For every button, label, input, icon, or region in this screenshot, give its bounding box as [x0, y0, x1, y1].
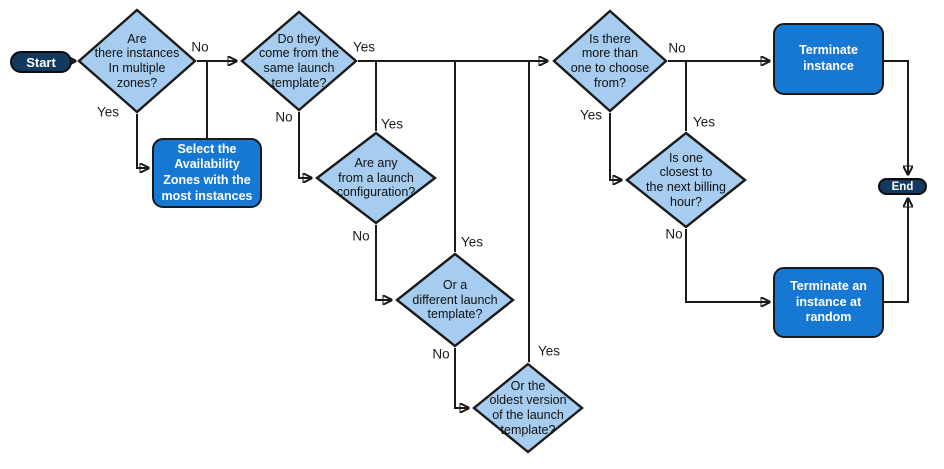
- decision-same-launch-template-label: Do they come from the same launch templa…: [259, 31, 339, 90]
- edge-label-diff-template-yes: Yes: [460, 234, 484, 250]
- diamond-shape: [552, 9, 668, 113]
- end-terminal: End: [878, 178, 927, 195]
- decision-different-launch-template: Or a different launch template?: [395, 252, 515, 348]
- edge-label-same-template-no: No: [275, 109, 293, 125]
- end-label: End: [891, 180, 914, 193]
- edge-label-more-than-one-yes: Yes: [579, 107, 603, 123]
- decision-oldest-template-version-label: Or the oldest version of the launch temp…: [489, 378, 567, 437]
- diamond-shape: [395, 252, 515, 348]
- process-terminate-instance: Terminate instance: [773, 23, 884, 95]
- edge-label-zones-yes: Yes: [96, 104, 120, 120]
- connector-same-template-no-to-launch-config: [298, 112, 311, 178]
- process-select-availability-zones: Select the Availability Zones with the m…: [152, 138, 262, 208]
- diamond-shape: [315, 131, 437, 225]
- process-terminate-instance-random: Terminate an instance at random: [773, 267, 884, 338]
- decision-same-launch-template: Do they come from the same launch templa…: [240, 10, 358, 112]
- connector-terminate-to-end: [884, 60, 908, 174]
- diamond-shape: [625, 131, 747, 229]
- edge-label-more-than-one-no: No: [668, 40, 686, 56]
- edge-label-billing-hour-no: No: [665, 226, 683, 242]
- decision-multiple-zones: Are there instances In multiple zones?: [77, 8, 197, 114]
- connector-more-than-one-yes-to-billing-hour: [609, 113, 621, 180]
- connector-diff-template-no-to-oldest-version: [454, 348, 468, 408]
- decision-billing-hour: Is one closest to the next billing hour?: [625, 131, 747, 229]
- edge-label-launch-config-yes: Yes: [380, 116, 404, 132]
- edge-label-same-template-yes: Yes: [352, 39, 376, 55]
- diamond-shape: [240, 10, 358, 112]
- decision-launch-configuration-label: Are any from a launch configuration?: [336, 155, 416, 200]
- diamond-shape: [77, 8, 197, 114]
- decision-more-than-one-label: Is there more than one to choose from?: [570, 31, 650, 90]
- decision-more-than-one: Is there more than one to choose from?: [552, 9, 668, 113]
- decision-oldest-template-version: Or the oldest version of the launch temp…: [472, 362, 584, 454]
- connector-billing-hour-no-to-terminate-random: [685, 229, 769, 302]
- start-label: Start: [26, 54, 56, 70]
- connector-zones-yes-to-select-az: [136, 114, 148, 168]
- connector-terminate-random-to-end: [884, 199, 908, 303]
- edge-label-zones-no: No: [191, 39, 209, 55]
- decision-billing-hour-label: Is one closest to the next billing hour?: [646, 150, 726, 209]
- edge-label-launch-config-no: No: [352, 228, 370, 244]
- edge-label-diff-template-no: No: [432, 346, 450, 362]
- decision-launch-configuration: Are any from a launch configuration?: [315, 131, 437, 225]
- decision-multiple-zones-label: Are there instances In multiple zones?: [94, 31, 180, 90]
- start-terminal: Start: [10, 51, 72, 73]
- diamond-shape: [472, 362, 584, 454]
- decision-different-launch-template-label: Or a different launch template?: [412, 277, 498, 322]
- edge-label-billing-hour-yes: Yes: [692, 114, 716, 130]
- edge-label-oldest-version-yes: Yes: [537, 343, 561, 359]
- connector-launch-config-no-to-diff-template: [375, 225, 391, 300]
